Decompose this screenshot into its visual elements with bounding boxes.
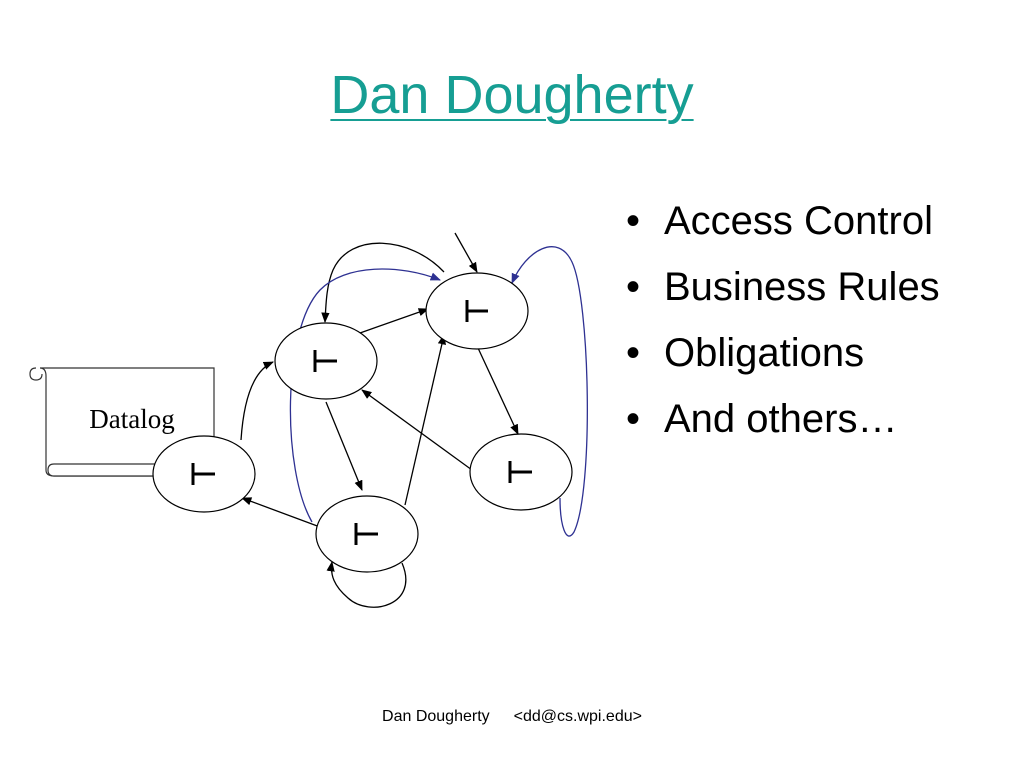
- edge-incoming-top: [454, 232, 478, 273]
- bullet-dot: •: [626, 397, 641, 441]
- edges: [240, 232, 519, 608]
- edge-bottom-top-blue: [289, 268, 441, 523]
- node-top: [425, 272, 529, 350]
- node-scroll: [152, 435, 256, 513]
- edge-left-bottom: [325, 401, 363, 491]
- bullet-dot: •: [626, 265, 641, 309]
- slide-footer: Dan Dougherty <dd@cs.wpi.edu>: [0, 708, 1024, 726]
- bullet-dot: •: [626, 331, 641, 375]
- bullet-list: • Access Control • Business Rules • Obligat…: [622, 188, 940, 452]
- slide-title[interactable]: Dan Dougherty: [330, 65, 694, 125]
- bullet-dot: •: [626, 199, 641, 243]
- bullet-text: Business Rules: [664, 265, 940, 309]
- node-bottom: [315, 495, 419, 573]
- node-right: [469, 433, 573, 511]
- turnstile-icon: [508, 461, 532, 483]
- edge-bottom-top: [404, 333, 446, 506]
- edge-left-top: [359, 308, 429, 334]
- bullet-text: Obligations: [664, 331, 865, 375]
- bullet-item: • Obligations: [622, 320, 940, 386]
- edge-right-left: [361, 389, 473, 471]
- edge-scrollnode-left: [240, 361, 274, 441]
- blue-edges: [289, 246, 588, 537]
- bullet-text: Access Control: [664, 199, 933, 243]
- node-left: [274, 322, 378, 400]
- footer-name: Dan Dougherty: [382, 708, 490, 725]
- edge-bottom-selfloop: [326, 560, 407, 608]
- bullet-item: • Business Rules: [622, 254, 940, 320]
- footer-email: <dd@cs.wpi.edu>: [513, 708, 642, 725]
- bullet-item: • Access Control: [622, 188, 940, 254]
- bullet-item: • And others…: [622, 386, 940, 452]
- edge-top-right: [477, 347, 519, 435]
- edge-right-top-blue: [511, 246, 588, 537]
- edge-bottom-scrollnode: [241, 497, 321, 528]
- turnstile-icon: [313, 350, 337, 372]
- scroll-label: Datalog: [89, 404, 174, 434]
- turnstile-icon: [354, 523, 378, 545]
- turnstile-icon: [465, 300, 488, 322]
- turnstile-icon: [191, 463, 215, 485]
- edge-top-left-arc: [321, 242, 445, 324]
- bullet-text: And others…: [664, 397, 898, 441]
